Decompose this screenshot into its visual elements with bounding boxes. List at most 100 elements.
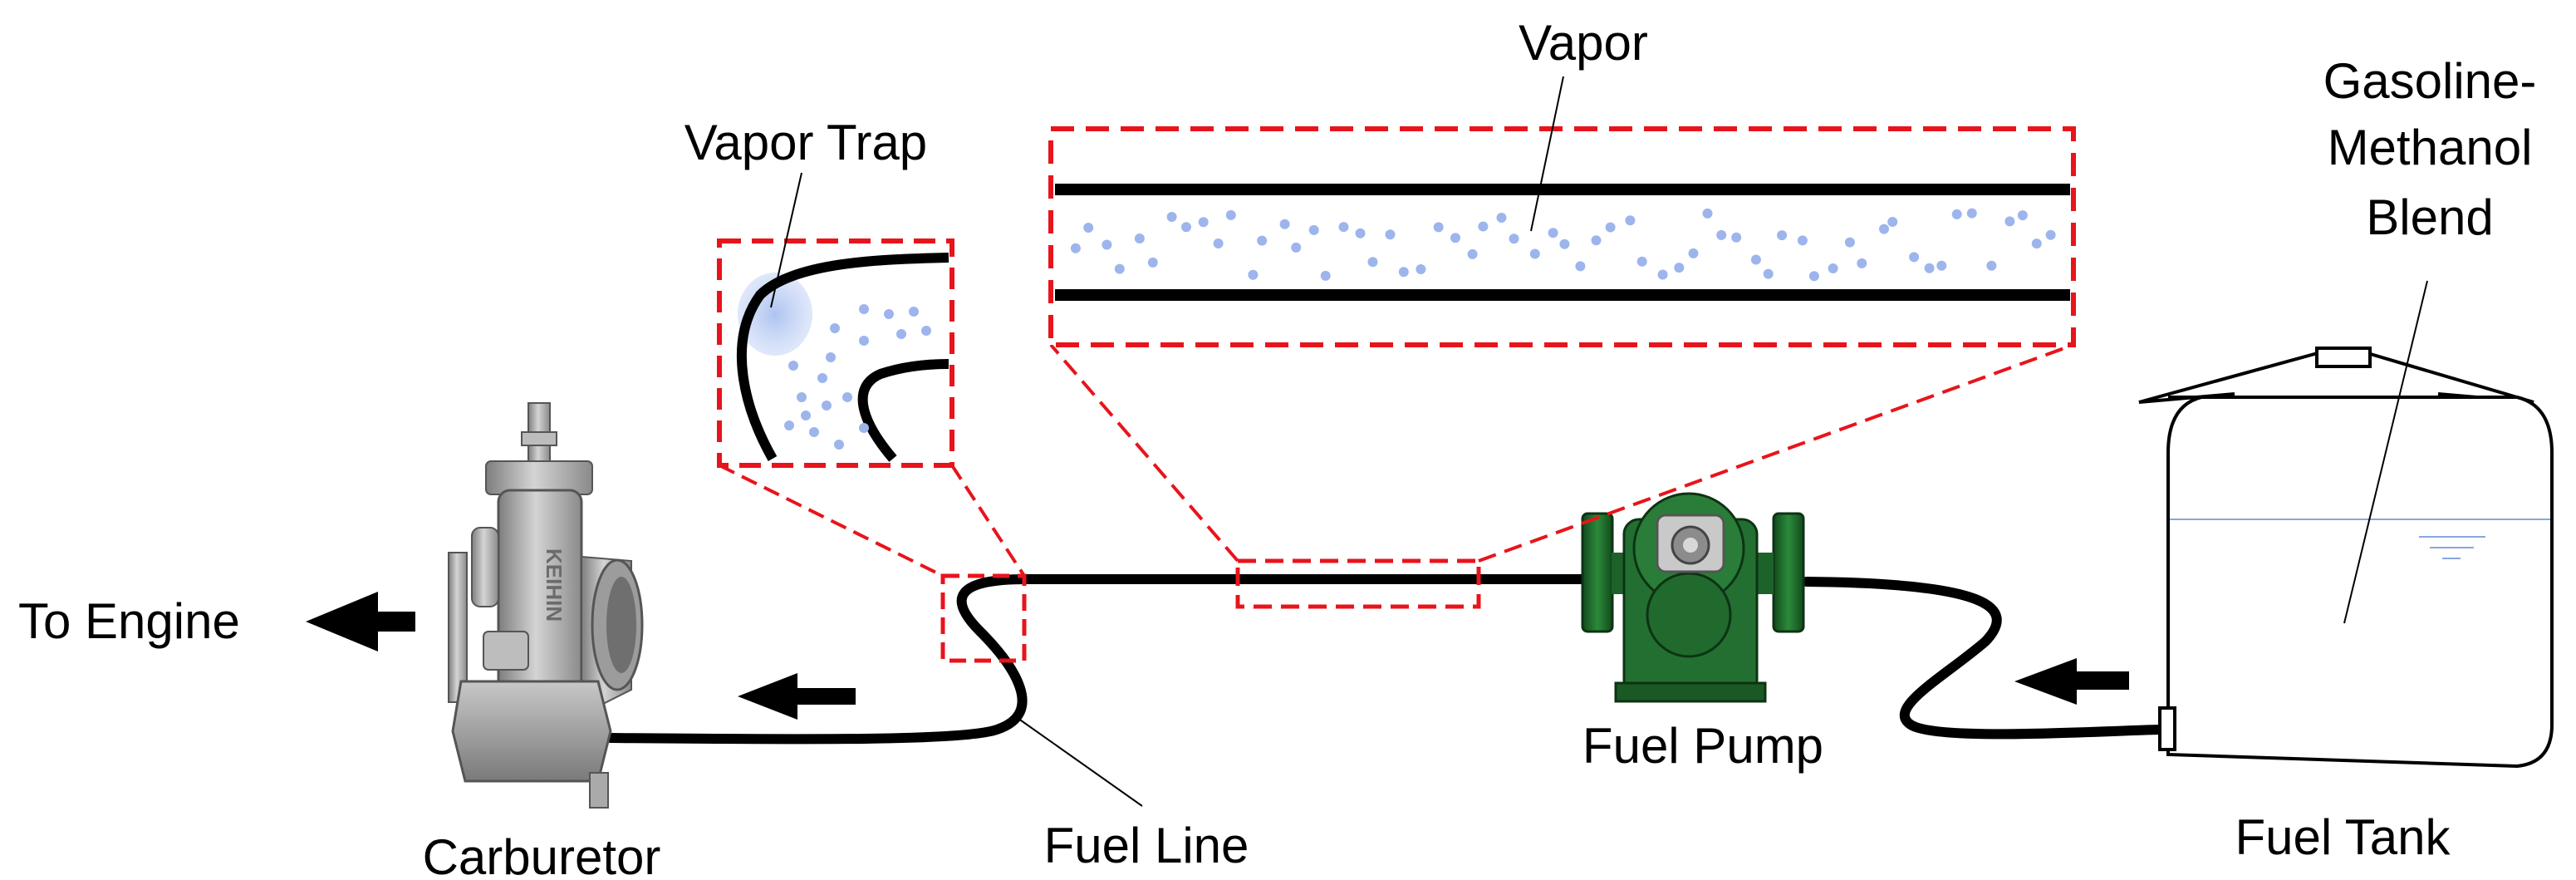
trap-bubble — [884, 309, 894, 319]
fuel-tank-icon — [2138, 347, 2554, 769]
vapor-bubble — [1575, 261, 1586, 272]
vapor-bubble — [1844, 237, 1855, 248]
trap-bubble — [788, 361, 798, 371]
vapor-trap-inner-wall — [857, 359, 949, 462]
vapor-bubble — [1134, 234, 1145, 243]
arrow-left-icon — [306, 592, 415, 651]
vapor-bubble — [1797, 235, 1808, 246]
trap-bubble — [859, 423, 869, 433]
trap-bubble — [797, 392, 807, 402]
vapor-bubble — [1166, 212, 1177, 222]
trap-bubble — [842, 392, 852, 402]
vapor-trap-leader-line — [770, 172, 802, 308]
fuel-line-leader-line — [1014, 715, 1143, 807]
vapor-bubble — [1257, 235, 1268, 246]
vapor-bubble — [1198, 217, 1209, 228]
vapor-bubble — [1114, 263, 1125, 274]
vapor-bubble — [1478, 221, 1489, 232]
vapor-label: Vapor — [1519, 15, 1648, 71]
carburetor-brand: KEIHIN — [542, 548, 567, 622]
fuel-tank-body — [2166, 396, 2554, 769]
trap-bubble — [859, 336, 869, 346]
vapor-bubble — [1657, 269, 1668, 280]
carburetor-label: Carburetor — [423, 829, 661, 880]
vapor-bubble — [1936, 260, 1947, 271]
fuel-tank-label: Fuel Tank — [2235, 809, 2451, 865]
vapor-bubble — [1879, 224, 1889, 234]
vapor-small-box — [1235, 558, 1481, 609]
vapor-bubble — [2004, 216, 2015, 227]
vapor-bubble — [1702, 208, 1713, 219]
vapor-bubble — [1320, 270, 1331, 281]
vapor-bubble — [1887, 217, 1898, 227]
vapor-bubble — [1496, 213, 1507, 223]
vapor-trap-small-box — [940, 573, 1027, 663]
vapor-bubble — [1909, 252, 1920, 263]
trap-bubble — [809, 427, 819, 437]
arrow-left-icon — [738, 673, 856, 720]
vapor-trap-callout — [717, 172, 1027, 663]
fuel-tank-cap — [2315, 347, 2372, 368]
vapor-bubble — [1559, 238, 1570, 249]
vapor-bubble — [1966, 208, 1977, 219]
trap-bubble — [817, 373, 827, 383]
fuel-tank-outlet — [2158, 706, 2176, 751]
vapor-bubble — [1625, 215, 1636, 226]
vapor-bubble — [1674, 263, 1685, 273]
vapor-bubble — [2017, 210, 2028, 221]
vapor-bubble — [1248, 269, 1259, 280]
trap-bubble — [830, 323, 840, 333]
fuel-line-label: Fuel Line — [1044, 818, 1249, 873]
vapor-bubble — [1636, 256, 1647, 267]
blend-label-line1: Gasoline- — [2323, 53, 2537, 109]
trap-bubble — [909, 307, 919, 317]
trap-bubbles — [784, 304, 931, 450]
vapor-bubble — [1808, 271, 1819, 282]
vapor-bubble — [1763, 268, 1774, 279]
vapor-bubble — [1147, 257, 1158, 268]
blend-label-line2: Methanol — [2328, 120, 2533, 175]
carburetor-icon: KEIHIN — [448, 402, 644, 809]
vapor-bubble — [2045, 229, 2056, 240]
vapor-bubble — [1467, 248, 1478, 259]
vapor-bubble — [1385, 229, 1396, 240]
vapor-trap-outer-wall — [736, 253, 949, 461]
vapor-bubble — [1529, 248, 1540, 259]
vapor-bubble — [2031, 238, 2042, 249]
vapor-bubble — [1688, 248, 1699, 258]
to-engine-label: To Engine — [18, 593, 240, 649]
vapor-bubble — [1548, 228, 1558, 238]
vapor-bubble — [1433, 222, 1444, 233]
vapor-bubble — [1338, 222, 1349, 233]
vapor-bubble — [1509, 234, 1519, 244]
vapor-bubble — [1070, 243, 1081, 253]
vapor-bubble — [1367, 257, 1378, 268]
trap-bubble — [859, 304, 869, 314]
blend-label-line3: Blend — [2366, 189, 2493, 245]
trap-bubble — [826, 352, 836, 362]
vapor-callout — [1048, 76, 2076, 609]
vapor-bubble — [1398, 267, 1409, 278]
vapor-leader-line — [1530, 76, 1564, 232]
vapor-bubble — [1951, 209, 1962, 219]
trap-bubble — [801, 411, 811, 420]
vapor-bubble — [1450, 233, 1460, 243]
fuel-line-hose — [606, 573, 1587, 745]
vapor-bubble — [1213, 238, 1224, 248]
blend-leader-line — [2343, 280, 2428, 624]
vapor-bubble — [1716, 229, 1727, 240]
vapor-bubble — [1291, 242, 1302, 253]
vapor-bubble — [1308, 224, 1319, 235]
vapor-bubble — [1750, 254, 1761, 265]
vapor-bubble — [1828, 263, 1838, 273]
vapor-bubble — [1355, 228, 1366, 238]
fuel-pump-label: Fuel Pump — [1582, 718, 1823, 774]
vapor-bubble — [1986, 260, 1997, 271]
vapor-bubble — [1857, 258, 1867, 268]
vapor-bubble — [1083, 223, 1094, 233]
vapor-bubble — [1605, 222, 1616, 233]
vapor-bubble — [1731, 232, 1742, 243]
trap-bubble — [896, 329, 906, 339]
arrow-left-icon — [2014, 658, 2129, 705]
